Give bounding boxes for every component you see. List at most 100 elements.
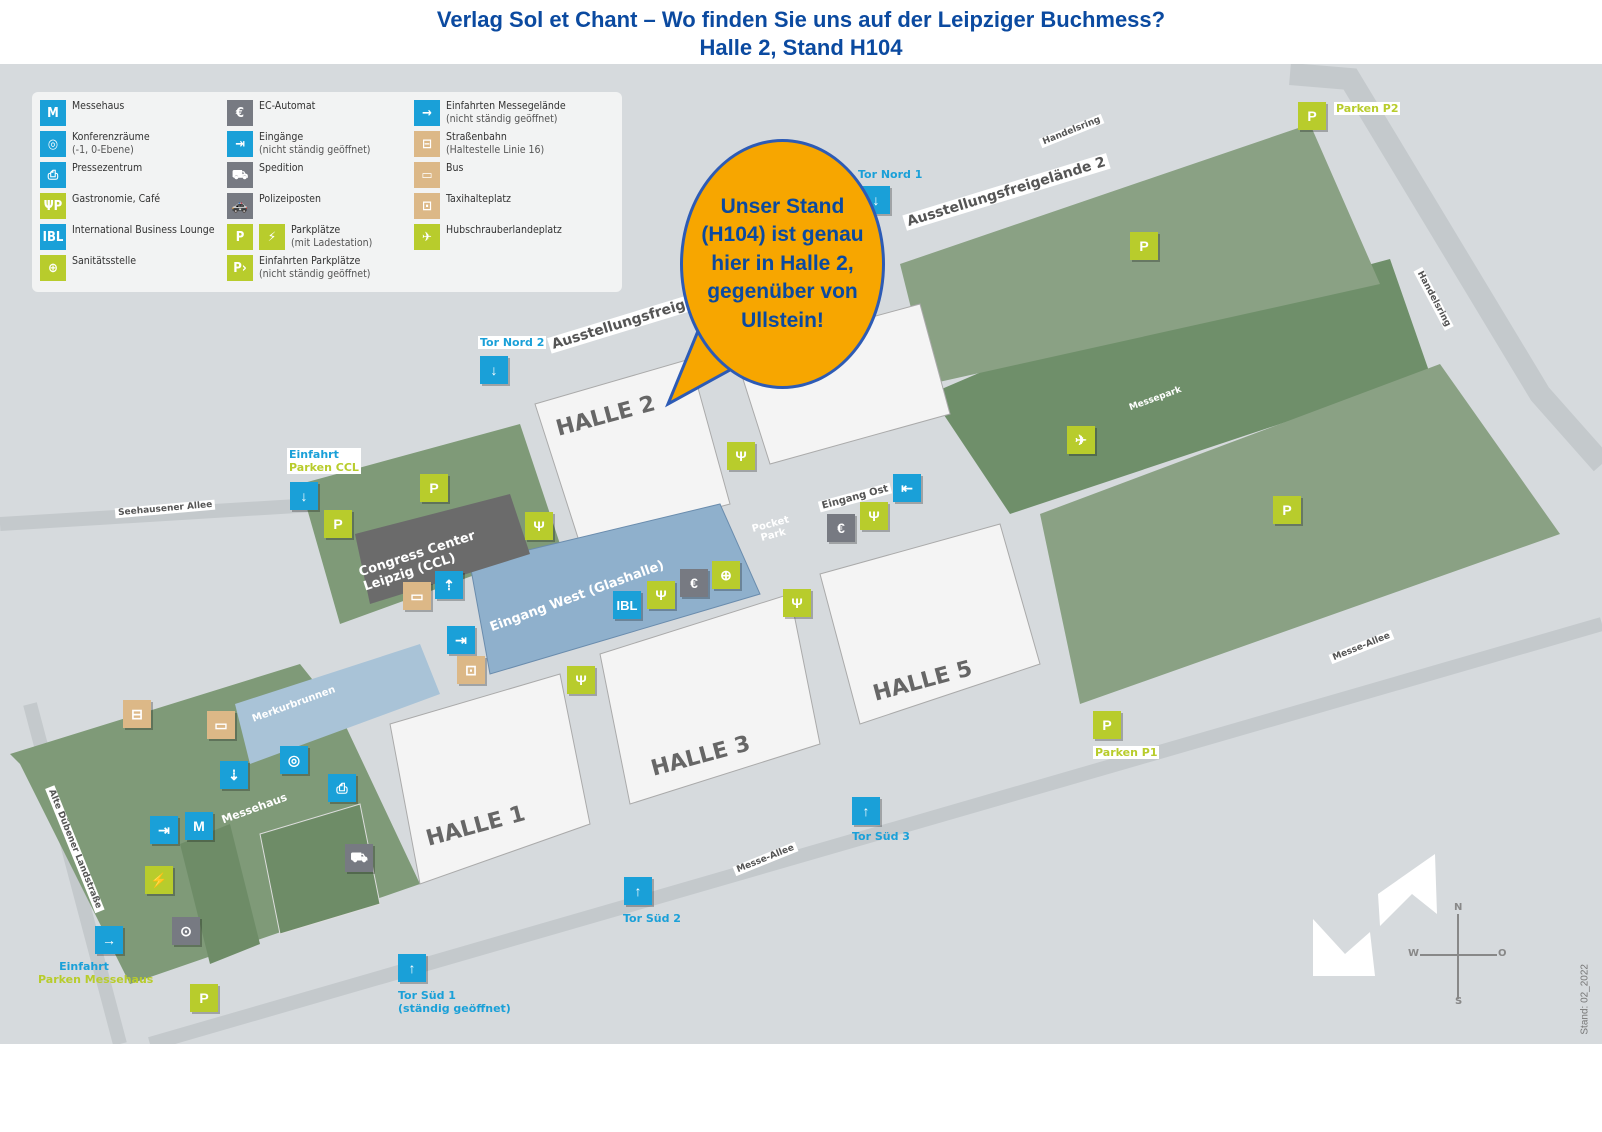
arrow-right-icon[interactable]: → xyxy=(95,926,123,954)
legend-item-polizei: 🚓Polizeiposten xyxy=(227,193,321,219)
parking-icon: P xyxy=(1273,496,1301,524)
legend-item-einfahrten: →Einfahrten Messegelände(nicht ständig g… xyxy=(414,100,566,126)
parking-entry-icon[interactable]: P xyxy=(1093,711,1121,739)
page-title: Verlag Sol et Chant – Wo finden Sie uns … xyxy=(0,6,1602,62)
bus-icon: ▭ xyxy=(414,162,440,188)
arrow-up-icon[interactable]: ↑ xyxy=(852,797,880,825)
first-aid-icon: ⊕ xyxy=(712,561,740,589)
legend-label: Parkplätze xyxy=(291,224,341,236)
compass-n: N xyxy=(1454,902,1463,913)
fork-knife-icon: Ψ xyxy=(647,581,675,609)
atm-icon: € xyxy=(680,569,708,597)
legend-label: Messehaus xyxy=(72,100,125,112)
parking-entry-icon: P› xyxy=(227,255,253,281)
tor-nord-2-label: Tor Nord 2 xyxy=(478,336,547,349)
entrance-icon[interactable]: ⇥ xyxy=(447,626,475,654)
arrow-right-icon: → xyxy=(414,100,440,126)
legend-label: Gastronomie, Café xyxy=(72,193,161,205)
ibl-icon: IBL xyxy=(40,224,66,250)
legend-item-taxi: ⊡ Taxihalteplatz xyxy=(414,193,511,219)
tor-sued-2-label: Tor Süd 2 xyxy=(623,912,681,925)
entrance-icon: ⇥ xyxy=(227,131,253,157)
police-icon: ⊙ xyxy=(172,917,200,945)
legend-label: Straßenbahn xyxy=(446,131,507,143)
arrow-up-icon[interactable]: ↑ xyxy=(398,954,426,982)
bus-icon: ▭ xyxy=(207,711,235,739)
tor-sued-1-line1: Tor Süd 1 xyxy=(398,989,456,1002)
legend-label: Einfahrten Parkplätze xyxy=(259,255,361,267)
messehaus-icon: M xyxy=(40,100,66,126)
legend-item-sani: ⊕ Sanitätsstelle xyxy=(40,255,136,281)
legend-sub: (nicht ständig geöffnet) xyxy=(259,268,371,280)
first-aid-icon: ⊕ xyxy=(40,255,66,281)
press-icon: ⎙ xyxy=(40,162,66,188)
parking-icon: P xyxy=(1130,232,1158,260)
arrow-down-icon[interactable]: ↓ xyxy=(480,356,508,384)
legend-sub: (mit Ladestation) xyxy=(291,237,373,249)
legend-item-einfahrt-parken: P› Einfahrten Parkplätze(nicht ständig ge… xyxy=(227,255,371,281)
einfahrt-messehaus-line1: Einfahrt xyxy=(59,960,109,973)
parken-p1-label: Parken P1 xyxy=(1093,746,1160,759)
legend-item-presse: ⎙Pressezentrum xyxy=(40,162,142,188)
compass-o: O xyxy=(1498,948,1507,959)
legend-sub: (Haltestelle Linie 16) xyxy=(446,144,545,156)
arrow-down-icon[interactable]: ↓ xyxy=(290,482,318,510)
stand-callout-bubble: Unser Stand (H104) ist genau hier in Hal… xyxy=(680,139,885,389)
legend-label: Spedition xyxy=(259,162,304,174)
tor-sued-1-label: Tor Süd 1(ständig geöffnet) xyxy=(398,989,511,1015)
compass-w: W xyxy=(1408,948,1420,959)
atm-icon: € xyxy=(827,514,855,542)
conference-icon: ◎ xyxy=(280,746,308,774)
helicopter-icon: ✈ xyxy=(414,224,440,250)
tram-icon: ⊟ xyxy=(123,700,151,728)
legend-label: Sanitätsstelle xyxy=(72,255,137,267)
taxi-icon: ⊡ xyxy=(457,656,485,684)
legend-item-heli: ✈ Hubschrauberlandeplatz xyxy=(414,224,562,250)
legend-item-bus: ▭Bus xyxy=(414,162,463,188)
tor-sued-3-label: Tor Süd 3 xyxy=(852,830,910,843)
tor-sued-1-line2: (ständig geöffnet) xyxy=(398,1002,511,1015)
legend-item-ec: €EC-Automat xyxy=(227,100,315,126)
einfahrt-messehaus-line2: Parken Messehaus xyxy=(38,973,154,986)
atm-icon: € xyxy=(227,100,253,126)
parking-entry-icon: P xyxy=(324,510,352,538)
taxi-icon: ⊡ xyxy=(414,193,440,219)
entrance-icon[interactable]: ⇥ xyxy=(150,816,178,844)
parking-entry-icon[interactable]: P xyxy=(1298,102,1326,130)
police-icon: 🚓 xyxy=(227,193,253,219)
legend-item-spedition: ⛟ Spedition xyxy=(227,162,304,188)
legend-label: Konferenzräume xyxy=(72,131,150,143)
legend-sub: (nicht ständig geöffnet) xyxy=(446,113,558,125)
legend-sub: (-1, 0-Ebene) xyxy=(72,144,134,156)
charging-station-icon: ⚡ xyxy=(259,224,285,250)
parking-icon: P xyxy=(420,474,448,502)
tram-icon: ⊟ xyxy=(414,131,440,157)
fork-knife-icon: Ψ xyxy=(860,502,888,530)
tor-nord-1-label: Tor Nord 1 xyxy=(858,168,923,181)
arrow-up-icon[interactable]: ↑ xyxy=(624,877,652,905)
stand-date: Stand: 02_2022 xyxy=(1580,964,1591,1035)
entrance-icon[interactable]: ⇤ xyxy=(893,474,921,502)
legend-item-tram: ⊟ Straßenbahn(Haltestelle Linie 16) xyxy=(414,131,544,157)
conference-icon: ◎ xyxy=(40,131,66,157)
legend-label: Hubschrauberlandeplatz xyxy=(446,224,562,236)
entrance-icon[interactable]: ⇣ xyxy=(220,761,248,789)
legend-item-gastro: ΨP Gastronomie, Café xyxy=(40,193,160,219)
entrance-icon[interactable]: ⇡ xyxy=(435,571,463,599)
fork-knife-icon: Ψ xyxy=(525,512,553,540)
legend-label: Taxihalteplatz xyxy=(446,193,512,205)
shipping-icon: ⛟ xyxy=(227,162,253,188)
einfahrt-ccl-line2: Parken CCL xyxy=(289,461,359,474)
einfahrt-ccl-line1: Einfahrt xyxy=(289,448,339,461)
legend-item-messehaus: M Messehaus xyxy=(40,100,124,126)
parking-icon: P xyxy=(227,224,253,250)
compass-s: S xyxy=(1455,996,1463,1007)
fork-knife-icon: Ψ xyxy=(783,589,811,617)
legend-item-parken: P⚡ Parkplätze(mit Ladestation) xyxy=(227,224,372,250)
fork-knife-icon: ΨP xyxy=(40,193,66,219)
parken-p2-label: Parken P2 xyxy=(1334,102,1401,115)
ibl-icon: IBL xyxy=(613,591,641,619)
